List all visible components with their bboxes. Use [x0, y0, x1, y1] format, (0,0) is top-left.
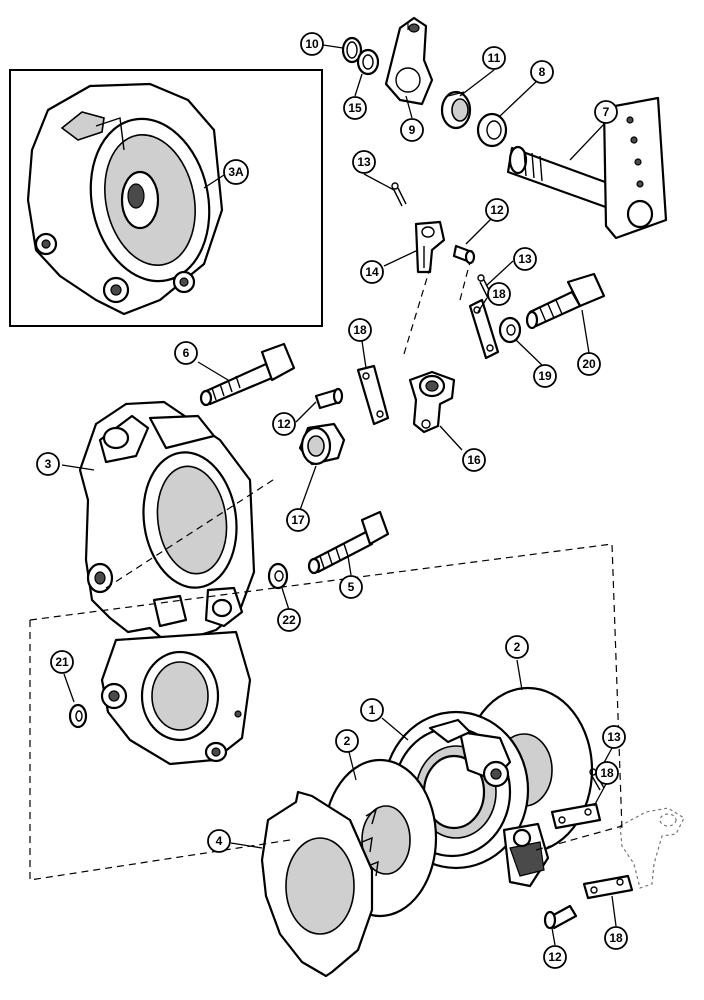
callout-10: 10	[300, 32, 324, 56]
part-11-bushing	[440, 90, 472, 130]
part-17-roller	[298, 422, 346, 466]
callout-12: 12	[485, 198, 509, 222]
callout-label: 18	[353, 323, 367, 337]
callout-label: 19	[538, 369, 552, 383]
part-16-lever	[408, 370, 456, 434]
part-10-circlip	[341, 36, 363, 64]
callout-label: 6	[183, 346, 190, 360]
callout-label: 3A	[228, 165, 244, 179]
callout-15: 15	[343, 96, 367, 120]
callout-1: 1	[360, 698, 384, 722]
callout-5: 5	[339, 575, 363, 599]
callout-label: 4	[216, 834, 223, 848]
part-9-lever	[384, 16, 434, 106]
callout-label: 1	[369, 703, 376, 717]
callout-13: 13	[602, 725, 626, 749]
callout-label: 10	[305, 37, 319, 51]
callout-label: 17	[291, 513, 305, 527]
part-8-washer	[476, 112, 508, 148]
part-3A-housing-alt	[26, 82, 224, 316]
part-18-link-lower-right	[550, 802, 602, 830]
part-5-bolt	[307, 510, 390, 575]
callout-7: 7	[594, 100, 618, 124]
part-12-pin-upper	[452, 244, 476, 265]
callout-3A: 3A	[223, 159, 249, 185]
callout-13: 13	[352, 150, 376, 174]
part-21-washer	[68, 703, 88, 729]
callout-label: 13	[607, 730, 621, 744]
callout-label: 12	[490, 203, 504, 217]
part-18-link-middle	[356, 364, 390, 426]
callout-label: 11	[488, 51, 501, 65]
callout-label: 13	[518, 252, 532, 266]
part-14-clevis	[414, 220, 446, 274]
callout-label: 15	[348, 101, 362, 115]
callout-label: 12	[277, 417, 291, 431]
callout-label: 22	[282, 613, 296, 627]
callout-label: 8	[539, 65, 546, 79]
callout-4: 4	[207, 829, 231, 853]
part-22-washer	[267, 562, 289, 590]
callout-label: 7	[603, 105, 610, 119]
callout-16: 16	[462, 448, 486, 472]
callout-3: 3	[36, 452, 60, 476]
part-15-washer	[356, 48, 380, 76]
callout-label: 14	[365, 265, 379, 279]
callout-label: 2	[344, 734, 351, 748]
callout-label: 18	[600, 766, 614, 780]
part-13-split-pin-upper	[391, 182, 407, 207]
callout-18: 18	[595, 761, 619, 785]
callout-2: 2	[505, 635, 529, 659]
callout-21: 21	[50, 650, 74, 674]
callout-label: 20	[582, 357, 596, 371]
part-6-bolt	[199, 342, 296, 407]
part-20-bolt-upper	[525, 272, 606, 330]
callout-label: 18	[492, 287, 506, 301]
callout-label: 5	[348, 580, 355, 594]
callout-6: 6	[174, 341, 198, 365]
callout-11: 11	[482, 46, 506, 70]
callout-14: 14	[360, 260, 384, 284]
callout-18: 18	[348, 318, 372, 342]
part-7-shaft-lever	[506, 96, 668, 240]
callout-label: 9	[409, 123, 416, 137]
inset-frame	[9, 69, 323, 327]
callout-9: 9	[400, 118, 424, 142]
callout-label: 13	[357, 155, 371, 169]
part-3-brake-housing	[78, 400, 256, 766]
leader-lines	[61, 44, 617, 946]
part-19-washer	[498, 316, 522, 344]
callout-label: 18	[609, 931, 623, 945]
callout-19: 19	[533, 364, 557, 388]
part-18-link-upper	[468, 298, 500, 360]
callout-label: 2	[514, 640, 521, 654]
callout-17: 17	[286, 508, 310, 532]
callout-label: 21	[55, 655, 69, 669]
callout-12: 12	[543, 945, 567, 969]
callout-label: 16	[467, 453, 481, 467]
alignment-lines	[29, 20, 623, 881]
callout-2: 2	[335, 729, 359, 753]
part-18-link-lower	[582, 874, 634, 900]
callout-label: 3	[45, 457, 52, 471]
callout-12: 12	[272, 412, 296, 436]
part-4-separator-plate	[260, 790, 374, 978]
callout-8: 8	[530, 60, 554, 84]
part-12-pin-lower	[543, 904, 578, 930]
part-16-ghost-lever	[619, 807, 685, 889]
callout-20: 20	[577, 352, 601, 376]
part-12-pin-middle	[314, 387, 344, 410]
callout-13: 13	[513, 247, 537, 271]
callout-22: 22	[277, 608, 301, 632]
callouts: 10 15 9 11 8 7 3A 13 12 14 13 18 20 19 6…	[36, 32, 628, 969]
callout-label: 12	[548, 950, 562, 964]
callout-18: 18	[604, 926, 628, 950]
callout-18: 18	[487, 282, 511, 306]
